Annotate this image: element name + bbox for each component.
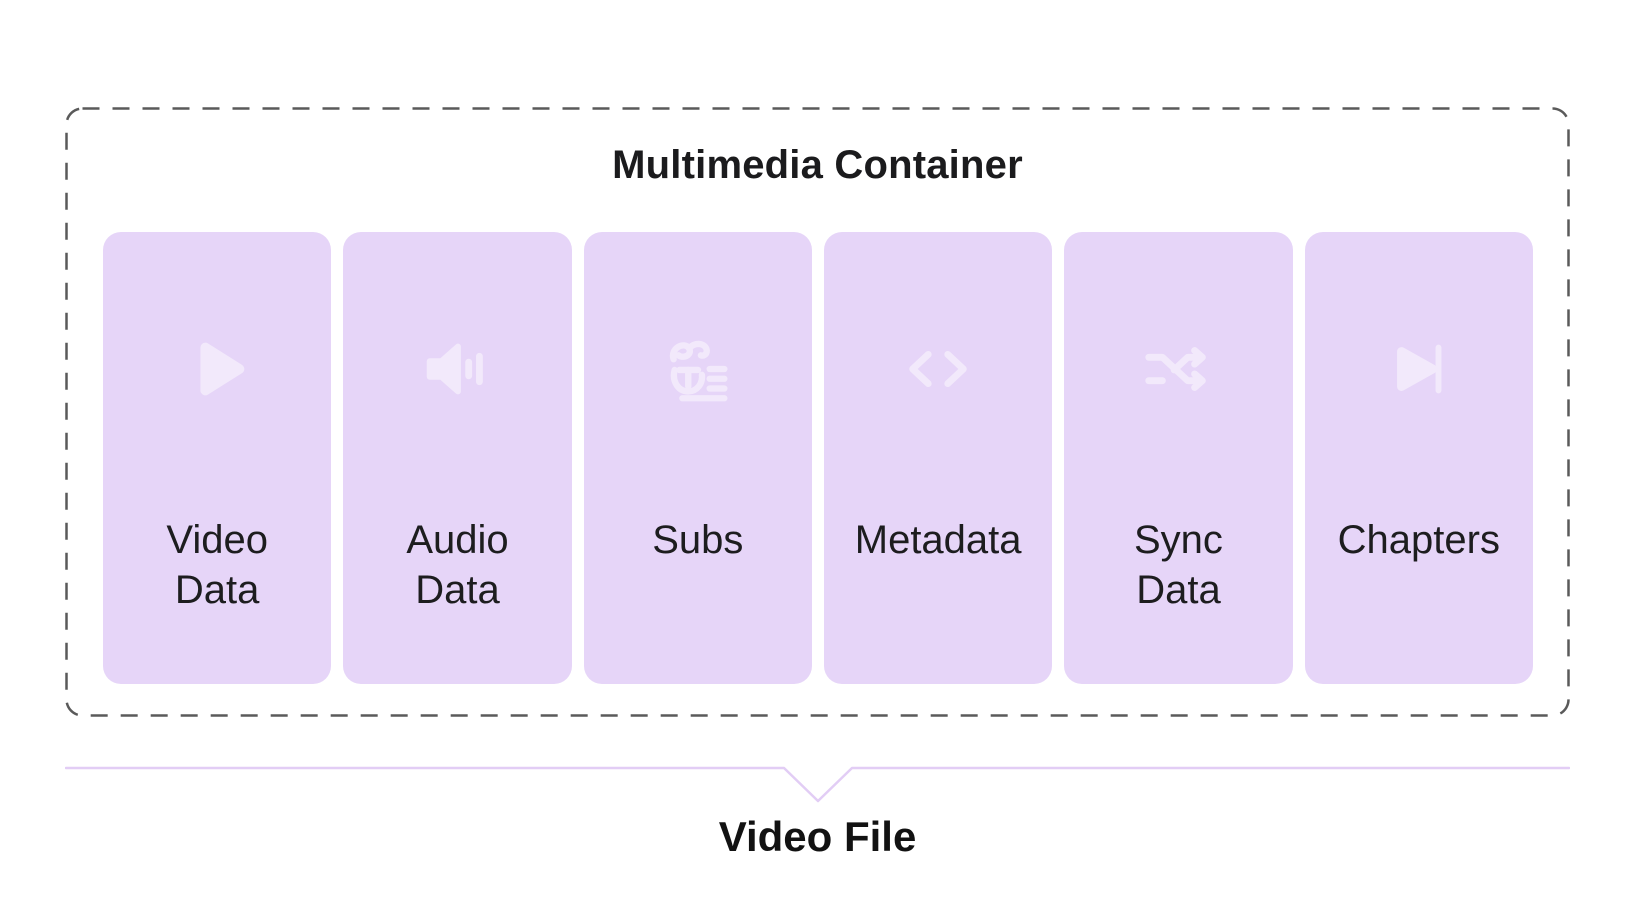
card-label: Audio Data — [406, 518, 509, 612]
card-video-data: Video Data — [103, 232, 332, 684]
output-file-label: Video File — [718, 813, 917, 860]
multimedia-container-group: Multimedia Container Video Data — [65, 107, 1570, 717]
subtitles-icon — [584, 330, 812, 408]
card-label: Video Data — [166, 518, 268, 612]
card-label: Chapters — [1337, 518, 1500, 562]
track-cards-row: Video Data Audio Data — [103, 232, 1533, 684]
card-label: Subs — [652, 518, 744, 562]
skip-forward-icon — [1305, 330, 1533, 408]
container-title: Multimedia Container — [612, 143, 1023, 187]
card-label: Sync Data — [1134, 518, 1223, 612]
volume-icon — [343, 330, 571, 408]
card-subs: Subs — [583, 232, 812, 684]
card-sync-data: Sync Data — [1064, 232, 1293, 684]
card-label: Metadata — [854, 518, 1022, 562]
card-audio-data: Audio Data — [343, 232, 572, 684]
dashed-border — [65, 107, 1570, 717]
card-chapters: Chapters — [1304, 232, 1533, 684]
shuffle-icon — [1064, 330, 1292, 408]
brace-pointer — [65, 766, 1570, 803]
play-icon — [103, 330, 331, 408]
card-metadata: Metadata — [823, 232, 1053, 684]
code-icon — [824, 330, 1052, 408]
